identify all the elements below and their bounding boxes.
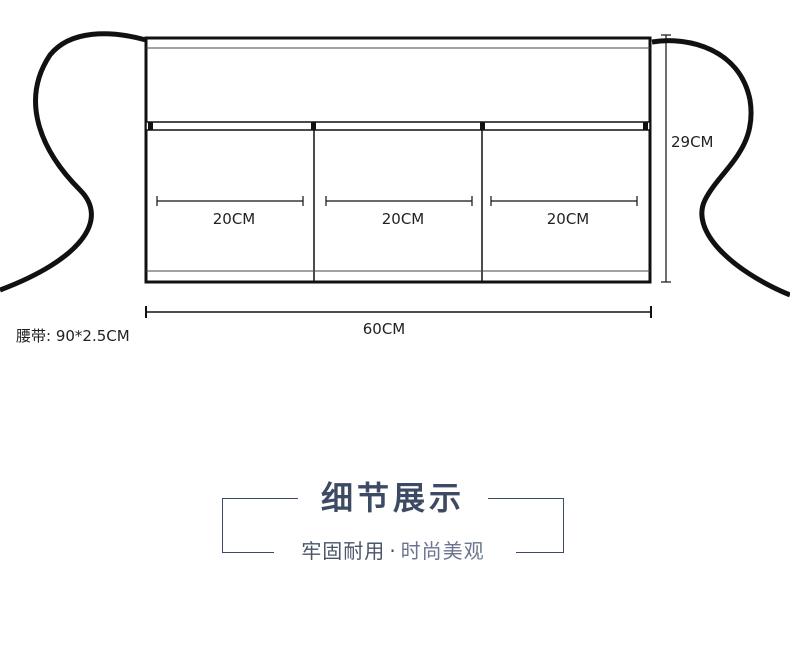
frame-left [222, 498, 223, 552]
apron-body [144, 36, 652, 284]
frame-bottom-left [222, 552, 274, 553]
height-label: 29CM [671, 133, 714, 151]
subtitle-separator: · [389, 539, 397, 563]
section-title: 细节展示 [320, 479, 465, 517]
pocket-top-edge [145, 121, 651, 131]
total-width-label: 60CM [363, 320, 406, 338]
subtitle-left: 牢固耐用 [301, 539, 386, 563]
apron-diagram: 20CM 20CM 20CM 29CM 60CM 腰带: 90*2.5CM [0, 31, 790, 345]
pocket-dimension-1: 20CM [156, 196, 304, 228]
height-dimension: 29CM [661, 34, 714, 283]
rivet [148, 122, 153, 130]
section-title-block: 细节展示 牢固耐用·时尚美观 [222, 476, 564, 572]
pocket-width-label: 20CM [382, 210, 425, 228]
left-waist-strap [0, 31, 147, 293]
rivet [480, 122, 485, 130]
pocket-dimension-2: 20CM [325, 196, 473, 228]
subtitle-right: 时尚美观 [400, 539, 485, 563]
total-width-dimension: 60CM [145, 306, 652, 338]
pocket-dimension-3: 20CM [490, 196, 638, 228]
frame-top-left [222, 498, 298, 499]
frame-top-right [488, 498, 564, 499]
right-waist-strap [651, 38, 790, 298]
rivet [311, 122, 316, 130]
section-subtitle: 牢固耐用·时尚美观 [222, 538, 564, 564]
pocket-width-label: 20CM [547, 210, 590, 228]
waistband-label: 腰带: 90*2.5CM [16, 327, 130, 345]
rivet [643, 122, 648, 130]
frame-bottom-right [516, 552, 564, 553]
frame-right [563, 498, 564, 552]
pocket-width-label: 20CM [213, 210, 256, 228]
